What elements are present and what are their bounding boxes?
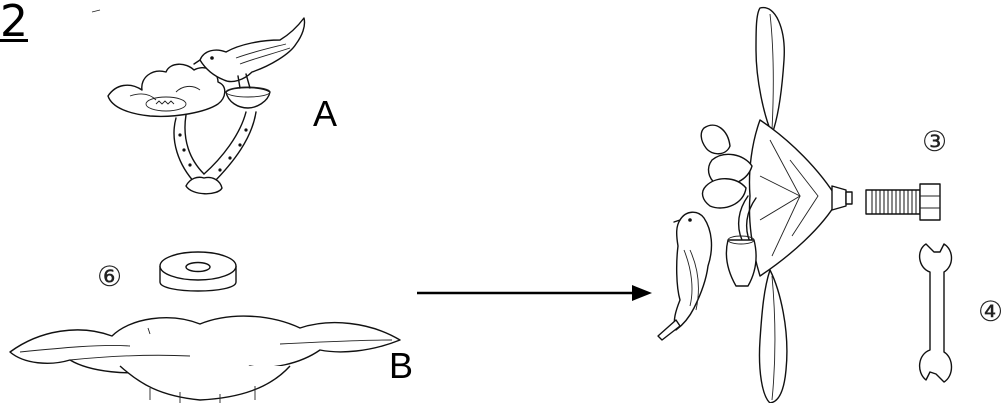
hex-bolt-icon bbox=[865, 183, 941, 221]
assembled-birdbath-icon bbox=[657, 7, 853, 403]
washer-number-label: ⑥ bbox=[97, 260, 123, 293]
right-arrow-icon bbox=[417, 285, 652, 301]
bird-flower-feeder-icon bbox=[107, 17, 306, 195]
open-end-wrench-icon bbox=[919, 243, 953, 383]
step-number: 2 bbox=[0, 0, 28, 47]
leaf-bowl-icon bbox=[9, 315, 401, 403]
part-a-label: A bbox=[313, 93, 338, 134]
bolt-number-label: ③ bbox=[922, 125, 948, 158]
wrench-number-label: ④ bbox=[978, 295, 1003, 328]
washer-icon bbox=[159, 251, 237, 292]
part-b-label: B bbox=[389, 345, 414, 386]
